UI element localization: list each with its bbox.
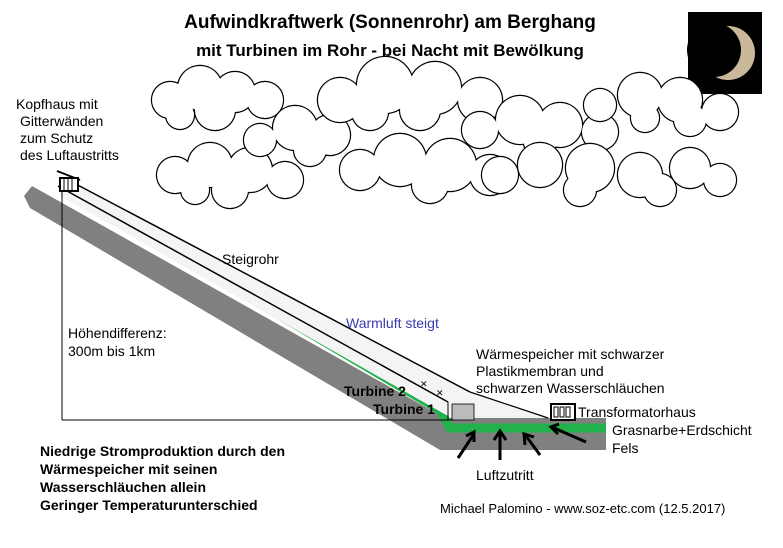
cloud-fill <box>564 174 596 206</box>
turbine-1-mark: ✕ <box>436 388 444 398</box>
cloud-fill <box>482 157 518 193</box>
cloud-fill <box>458 78 502 122</box>
note-line-3: Wasserschläuchen allein <box>40 479 206 495</box>
transformator-label: Transformatorhaus <box>578 404 696 420</box>
transformator-icon <box>550 403 576 421</box>
grasnarbe-label: Grasnarbe+Erdschicht <box>612 422 752 438</box>
kopfhaus-icon <box>56 170 81 192</box>
cloud-fill <box>412 167 448 203</box>
cloud-fill <box>195 90 235 130</box>
cloud-fill <box>584 89 616 121</box>
kopfhaus-label-1: Kopfhaus mit <box>16 96 98 112</box>
hoehen-label-1: Höhendifferenz: <box>68 325 167 341</box>
kopfhaus-label-3: zum Schutz <box>20 130 93 146</box>
hoehen-label-2: 300m bis 1km <box>68 343 155 359</box>
clouds <box>150 55 740 210</box>
steigrohr-label: Steigrohr <box>222 251 279 267</box>
note-line-1: Niedrige Stromproduktion durch den <box>40 443 285 459</box>
cloud-fill <box>352 94 388 130</box>
note-line-2: Wärmespeicher mit seinen <box>40 461 217 477</box>
fels-label: Fels <box>612 440 638 456</box>
cloud-fill <box>702 94 738 130</box>
air-inlet-arrows <box>456 422 587 460</box>
cloud-fill <box>267 162 303 198</box>
cloud-fill <box>674 104 706 136</box>
kopfhaus-label-2: Gitterwänden <box>20 113 103 129</box>
waermespeicher-label-2: Plastikmembran und <box>476 363 604 379</box>
cloud-fill <box>166 101 194 129</box>
cloud-fill <box>374 134 426 186</box>
cloud-fill <box>294 134 326 166</box>
cloud-fill <box>518 143 562 187</box>
cloud-fill <box>644 174 676 206</box>
credit-label: Michael Palomino - www.soz-etc.com (12.5… <box>440 501 725 516</box>
kopfhaus-label-4: des Luftaustritts <box>20 147 119 163</box>
cloud-fill <box>212 172 248 208</box>
waermespeicher-label-1: Wärmespeicher mit schwarzer <box>476 346 665 362</box>
steigrohr-tube <box>57 181 549 421</box>
warmluft-label: Warmluft steigt <box>346 315 439 331</box>
title-line-1: Aufwindkraftwerk (Sonnenrohr) am Berghan… <box>184 12 596 33</box>
waermespeicher-label-3: schwarzen Wasserschläuchen <box>476 380 665 396</box>
cloud-fill <box>631 104 659 132</box>
cloud-fill <box>244 124 276 156</box>
title-line-2: mit Turbinen im Rohr - bei Nacht mit Bew… <box>196 41 584 60</box>
cloud-fill <box>462 112 498 148</box>
turbine-2-mark: ✕ <box>420 379 428 389</box>
cloud-fill <box>670 148 710 188</box>
cloud-fill <box>318 78 362 122</box>
cloud-fill <box>340 150 380 190</box>
cloud-fill <box>400 90 440 130</box>
moon-icon <box>687 12 762 94</box>
turbine-2-label: Turbine 2 <box>344 383 406 399</box>
cloud-fill <box>181 176 209 204</box>
cloud-fill <box>247 82 283 118</box>
cloud-fill <box>582 114 618 150</box>
note-line-4: Geringer Temperaturunterschied <box>40 497 258 513</box>
cloud-fill <box>704 164 736 196</box>
turbine-1-label: Turbine 1 <box>373 401 435 417</box>
luftzutritt-label: Luftzutritt <box>476 467 534 483</box>
